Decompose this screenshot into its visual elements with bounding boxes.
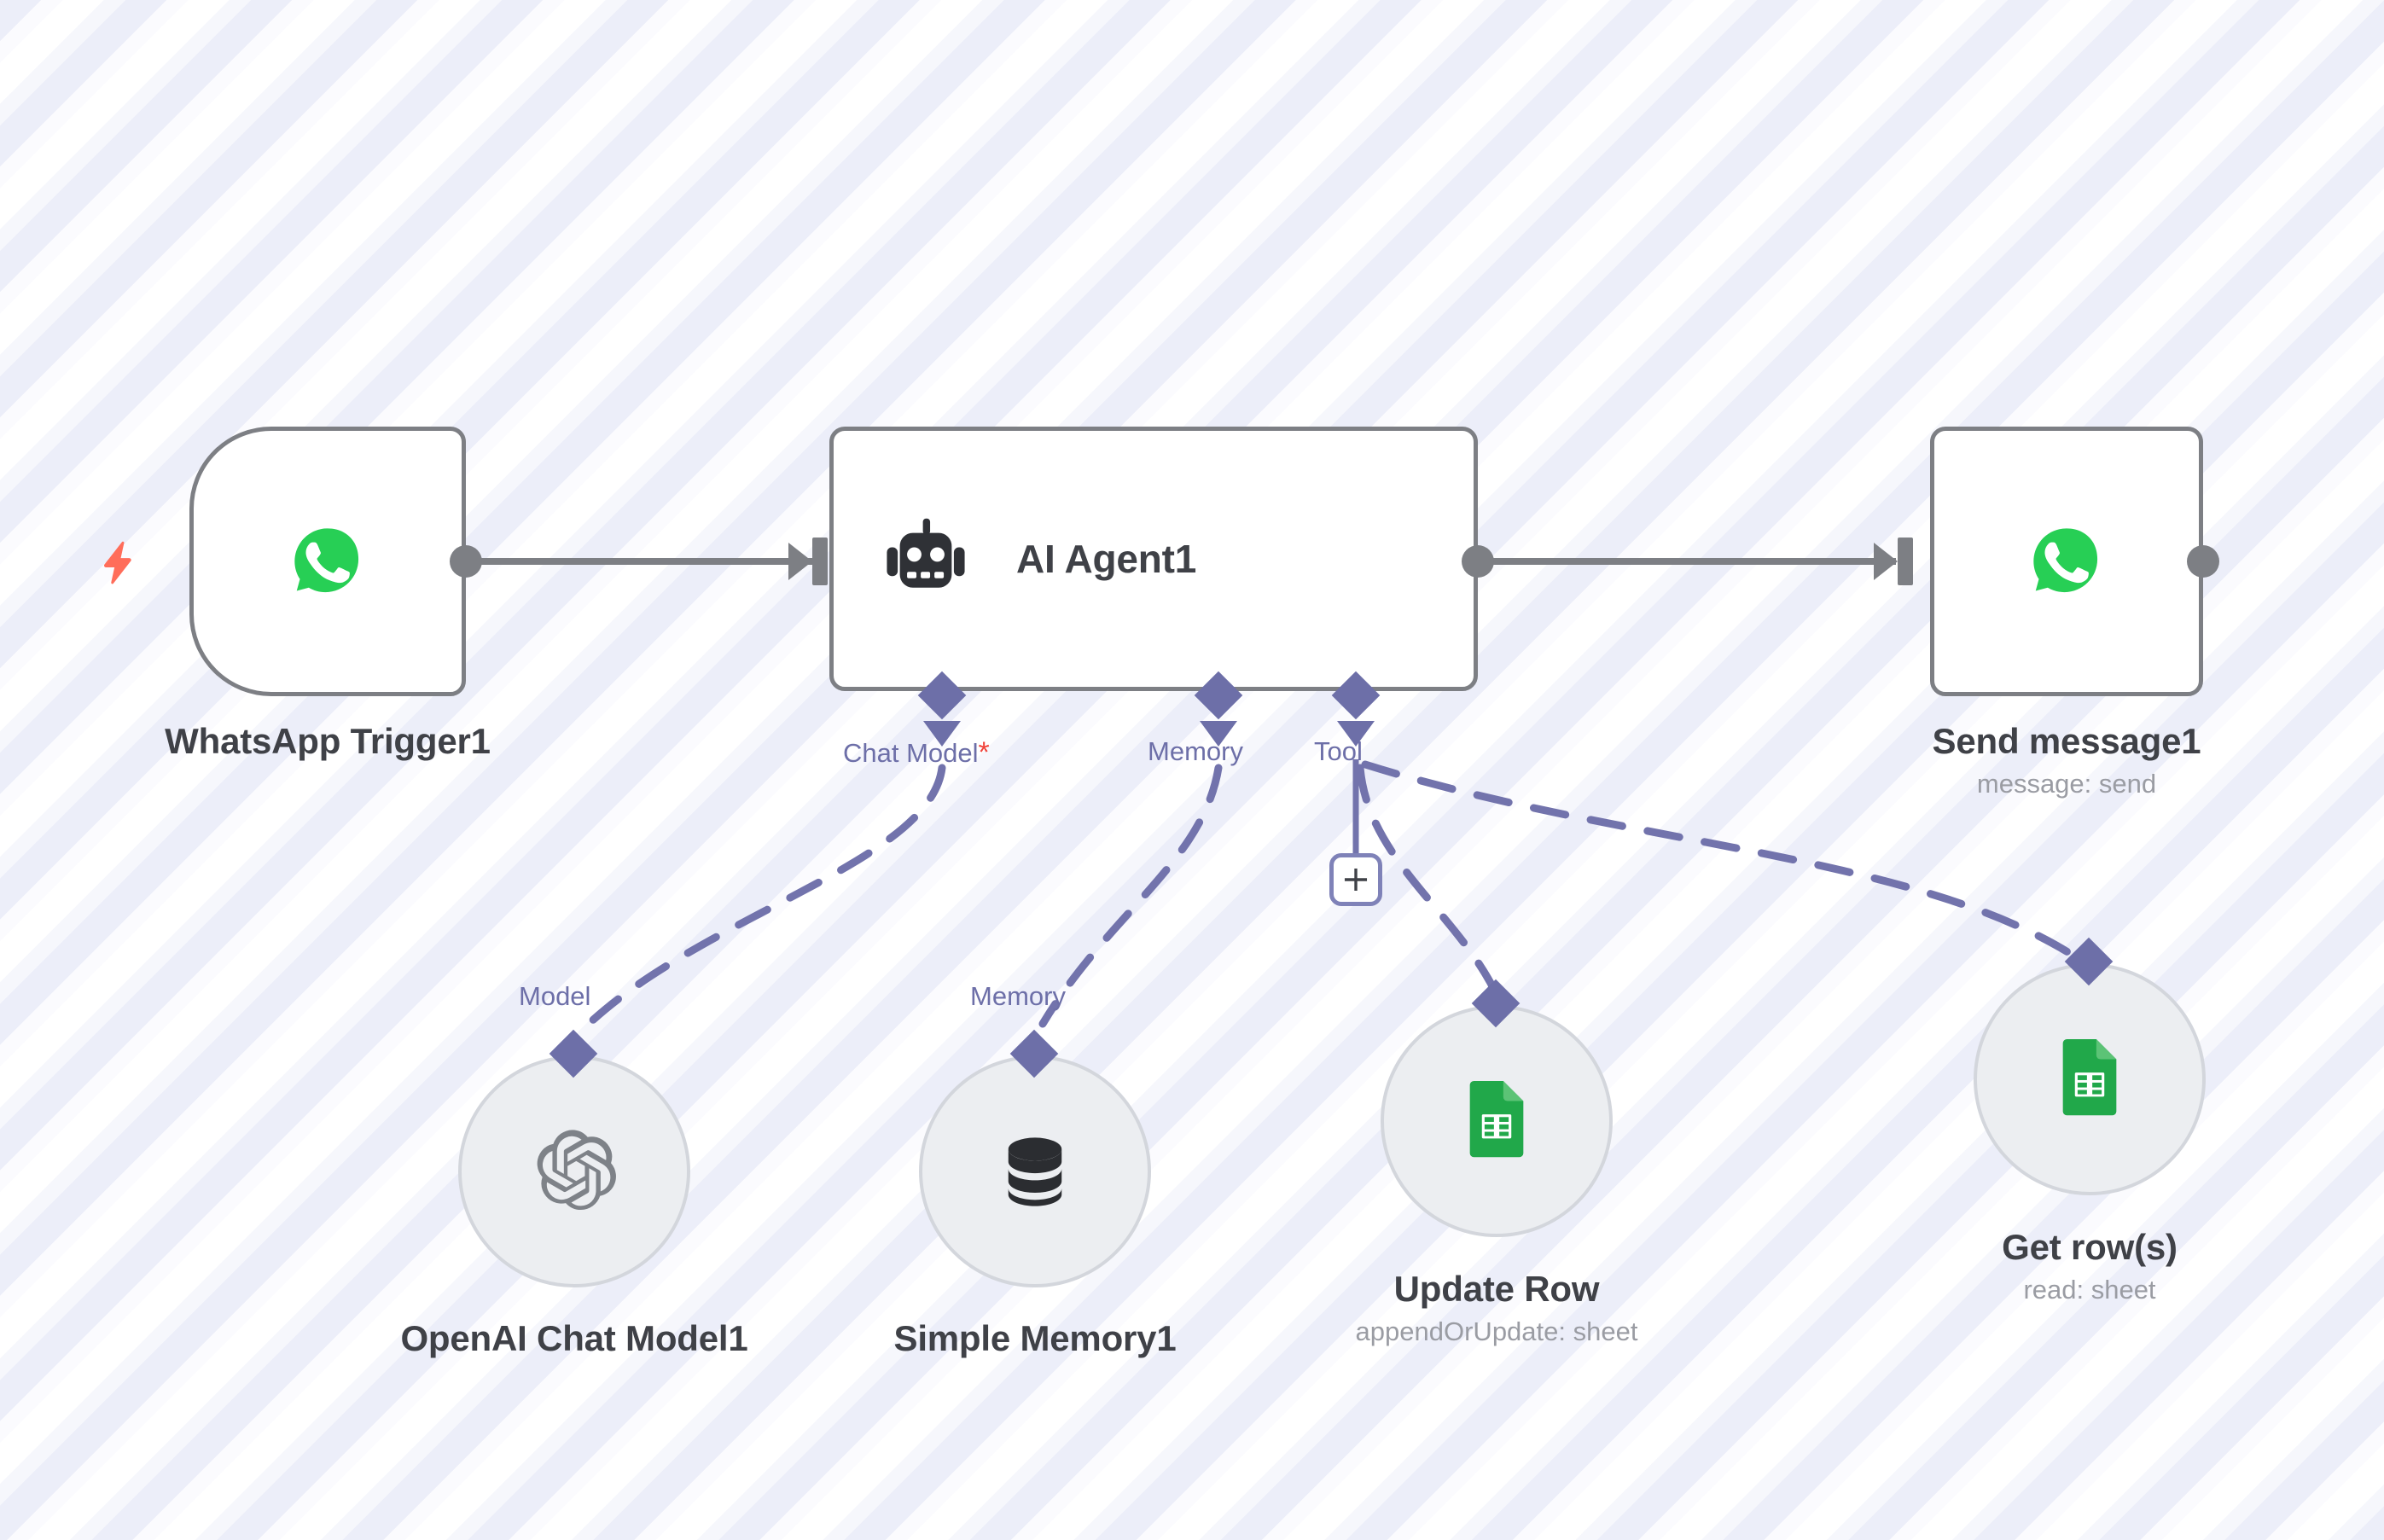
caption-simple-memory1: Simple Memory1 [779, 1318, 1291, 1359]
send-message1-output-port[interactable] [2187, 545, 2219, 578]
memory-port-funnel [1200, 721, 1237, 747]
conn-label-model: Model [519, 981, 591, 1011]
node-simple-memory1[interactable] [919, 1055, 1151, 1287]
google-sheets-icon [1457, 1081, 1537, 1161]
node-ai-agent1[interactable]: AI Agent1 [829, 427, 1478, 691]
edge-chatmodel-to-openai [584, 764, 946, 1028]
node-subtitle-get-rows: read: sheet [2023, 1275, 2156, 1305]
node-update-row[interactable] [1381, 1005, 1613, 1237]
robot-icon [880, 513, 972, 605]
ai-agent1-inline-label: AI Agent1 [1016, 536, 1197, 581]
node-title-whatsapp-trigger1: WhatsApp Trigger1 [165, 721, 491, 761]
caption-whatsapp-trigger1: WhatsApp Trigger1 [72, 721, 584, 762]
chat-model-port-funnel [923, 721, 961, 747]
database-icon [992, 1129, 1078, 1214]
conn-label-chat-model-text: Chat Model [843, 738, 979, 768]
ai-agent1-input-arrow [788, 543, 812, 580]
node-whatsapp-trigger1[interactable] [189, 427, 466, 696]
whatsapp-icon [2022, 517, 2111, 606]
node-openai-chat-model1[interactable] [458, 1055, 690, 1287]
conn-label-memory: Memory [1148, 736, 1243, 766]
node-title-simple-memory1: Simple Memory1 [893, 1318, 1177, 1358]
caption-openai-chat-model1: OpenAI Chat Model1 [318, 1318, 830, 1359]
caption-send-message1: Send message1 message: send [1811, 721, 2323, 799]
ai-agent1-output-port[interactable] [1462, 545, 1494, 578]
ai-agent1-input-port[interactable] [812, 538, 828, 585]
caption-get-rows: Get row(s) read: sheet [1834, 1227, 2346, 1305]
whatsapp-trigger1-output-port[interactable] [450, 545, 482, 578]
node-subtitle-send-message1: message: send [1976, 769, 2157, 799]
node-title-get-rows: Get row(s) [2002, 1227, 2178, 1267]
send-message1-input-arrow [1874, 543, 1898, 580]
trigger-bolt-icon [94, 538, 143, 591]
node-send-message1[interactable] [1930, 427, 2203, 696]
conn-label-memory-sub: Memory [970, 981, 1066, 1011]
node-title-openai-chat-model1: OpenAI Chat Model1 [400, 1318, 748, 1358]
node-title-send-message1: Send message1 [1932, 721, 2201, 761]
node-subtitle-update-row: appendOrUpdate: sheet [1355, 1316, 1638, 1347]
tool-port-funnel [1337, 721, 1375, 747]
send-message1-input-port[interactable] [1898, 538, 1913, 585]
caption-update-row: Update Row appendOrUpdate: sheet [1241, 1269, 1753, 1347]
chat-model-required-marker: * [978, 736, 990, 769]
google-sheets-icon [2050, 1039, 2130, 1119]
whatsapp-icon [283, 517, 372, 606]
openai-icon [529, 1126, 619, 1217]
node-get-rows[interactable] [1974, 963, 2206, 1195]
conn-label-chat-model: Chat Model* [843, 738, 990, 767]
plus-icon [1344, 868, 1368, 892]
add-tool-button[interactable] [1329, 853, 1382, 906]
node-title-update-row: Update Row [1393, 1269, 1600, 1309]
edge-memory-to-simplememory [1038, 764, 1223, 1028]
conn-label-tool: Tool [1314, 736, 1363, 766]
